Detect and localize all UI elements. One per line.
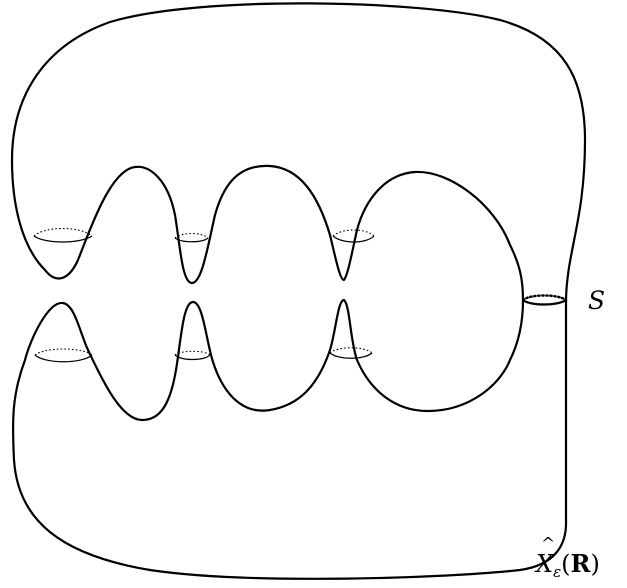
- surface-label: Xε(R): [536, 552, 600, 580]
- surface-label-open-paren: (: [561, 550, 571, 578]
- lower-surface-outline: [11, 298, 568, 580]
- sphere-label: S: [588, 286, 606, 315]
- left-neck-lower: [34, 348, 93, 363]
- third-neck-lower: [329, 347, 373, 359]
- surface-label-subscript: ε: [553, 563, 562, 581]
- second-neck-upper: [174, 232, 209, 243]
- third-neck-upper: [332, 229, 375, 243]
- surface-label-close-paren: ): [590, 550, 600, 578]
- surface-label-argument: R: [570, 549, 591, 578]
- surface-label-base: X: [536, 550, 553, 578]
- left-neck-upper: [33, 228, 93, 243]
- right-neck-S: [521, 294, 568, 306]
- second-neck-lower: [174, 350, 211, 361]
- upper-surface-outline: [10, 2, 587, 302]
